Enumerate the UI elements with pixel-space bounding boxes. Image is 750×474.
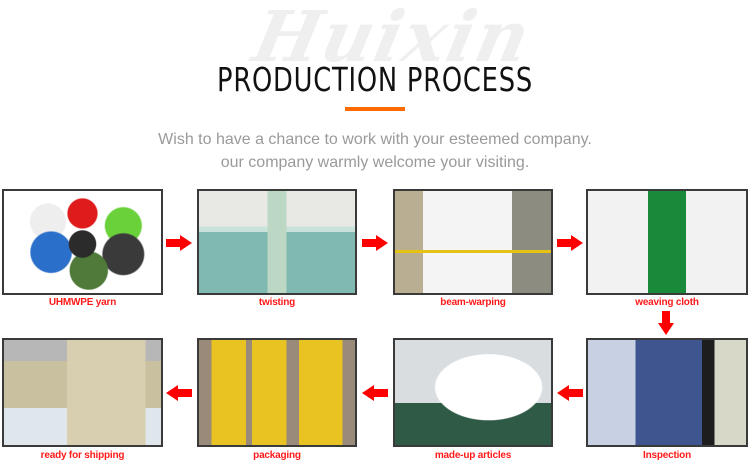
step-label: weaving cloth: [635, 297, 699, 308]
arrow-right-icon: [166, 235, 192, 251]
step-label: made-up articles: [434, 450, 512, 461]
arrow-down-icon: [658, 311, 674, 335]
step-image-beam-warping: [393, 189, 553, 295]
step-image-inspection: [586, 338, 748, 447]
arrow-right-icon: [362, 235, 388, 251]
step-label: twisting: [258, 297, 296, 308]
title-underline: [345, 107, 405, 111]
arrow-left-icon: [362, 385, 388, 401]
step-image-packaging: [197, 338, 357, 447]
step-label: ready for shipping: [40, 450, 125, 461]
step-image-uhmwpe-yarn: [2, 189, 163, 295]
arrow-right-icon: [557, 235, 583, 251]
step-image-twisting: [197, 189, 357, 295]
step-label: UHMWPE yarn: [48, 297, 117, 308]
step-image-weaving-cloth: [586, 189, 748, 295]
step-label: packaging: [253, 450, 301, 461]
subtitle-line-1: Wish to have a chance to work with your …: [158, 131, 592, 148]
step-label: beam-warping: [440, 297, 506, 308]
step-image-ready-for-shipping: [2, 338, 163, 447]
page-title: PRODUCTION PROCESS: [217, 60, 533, 99]
arrow-left-icon: [557, 385, 583, 401]
step-image-made-up-articles: [393, 338, 553, 447]
subtitle-line-2: our company warmly welcome your visiting…: [220, 154, 530, 171]
arrow-left-icon: [166, 385, 192, 401]
step-label: Inspection: [642, 450, 691, 461]
